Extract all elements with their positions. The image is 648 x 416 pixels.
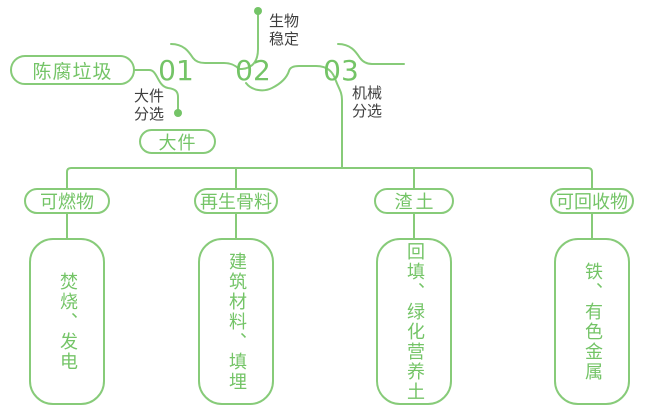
- category-node-recycled-aggregate: 再生骨料: [194, 188, 278, 214]
- detail-text: 焚烧、发电: [57, 271, 78, 372]
- detail-text: 建筑材料、填埋: [226, 251, 247, 392]
- detail-box-combustible: 焚烧、发电: [29, 238, 105, 405]
- arc-step03-tail: [337, 43, 405, 65]
- detail-text: 回填、绿化营养土: [404, 241, 425, 402]
- source-node-aged-waste: 陈腐垃圾: [10, 55, 135, 85]
- output-bulky-label: 大件: [158, 132, 197, 154]
- detail-box-recyclables: 铁、有色金属: [554, 238, 630, 405]
- category-node-recyclables: 可回收物: [550, 188, 634, 214]
- category-label: 再生骨料: [200, 192, 272, 213]
- output-node-bulky: 大件: [139, 129, 216, 154]
- line-source-to-step01: [134, 69, 179, 110]
- step-number-02: 02: [235, 54, 271, 87]
- distribution-bar: [66, 167, 593, 189]
- node-dot-bulky: [174, 109, 182, 117]
- detail-text: 铁、有色金属: [582, 261, 603, 382]
- label-bulky-sorting: 大件 分选: [134, 87, 165, 123]
- category-label: 渣土: [394, 192, 437, 213]
- arc-step01-to-step02: [170, 43, 240, 70]
- node-dot-bio: [254, 7, 262, 15]
- detail-box-slag-soil: 回填、绿化营养土: [376, 238, 452, 405]
- category-node-slag-soil: 渣土: [374, 188, 454, 214]
- category-label: 可燃物: [40, 192, 94, 213]
- step-number-03: 03: [323, 54, 359, 87]
- category-label: 可回收物: [556, 192, 628, 213]
- category-node-combustible: 可燃物: [24, 188, 110, 214]
- label-mechanical-sorting: 机械 分选: [352, 84, 383, 120]
- step-number-01: 01: [158, 54, 194, 87]
- stem-step02-bio: [238, 13, 259, 70]
- label-biological-stabilization: 生物 稳定: [269, 12, 300, 48]
- line-step02-to-step03-drop: [245, 65, 343, 169]
- source-label: 陈腐垃圾: [32, 60, 113, 83]
- detail-box-recycled-aggregate: 建筑材料、填埋: [198, 238, 274, 405]
